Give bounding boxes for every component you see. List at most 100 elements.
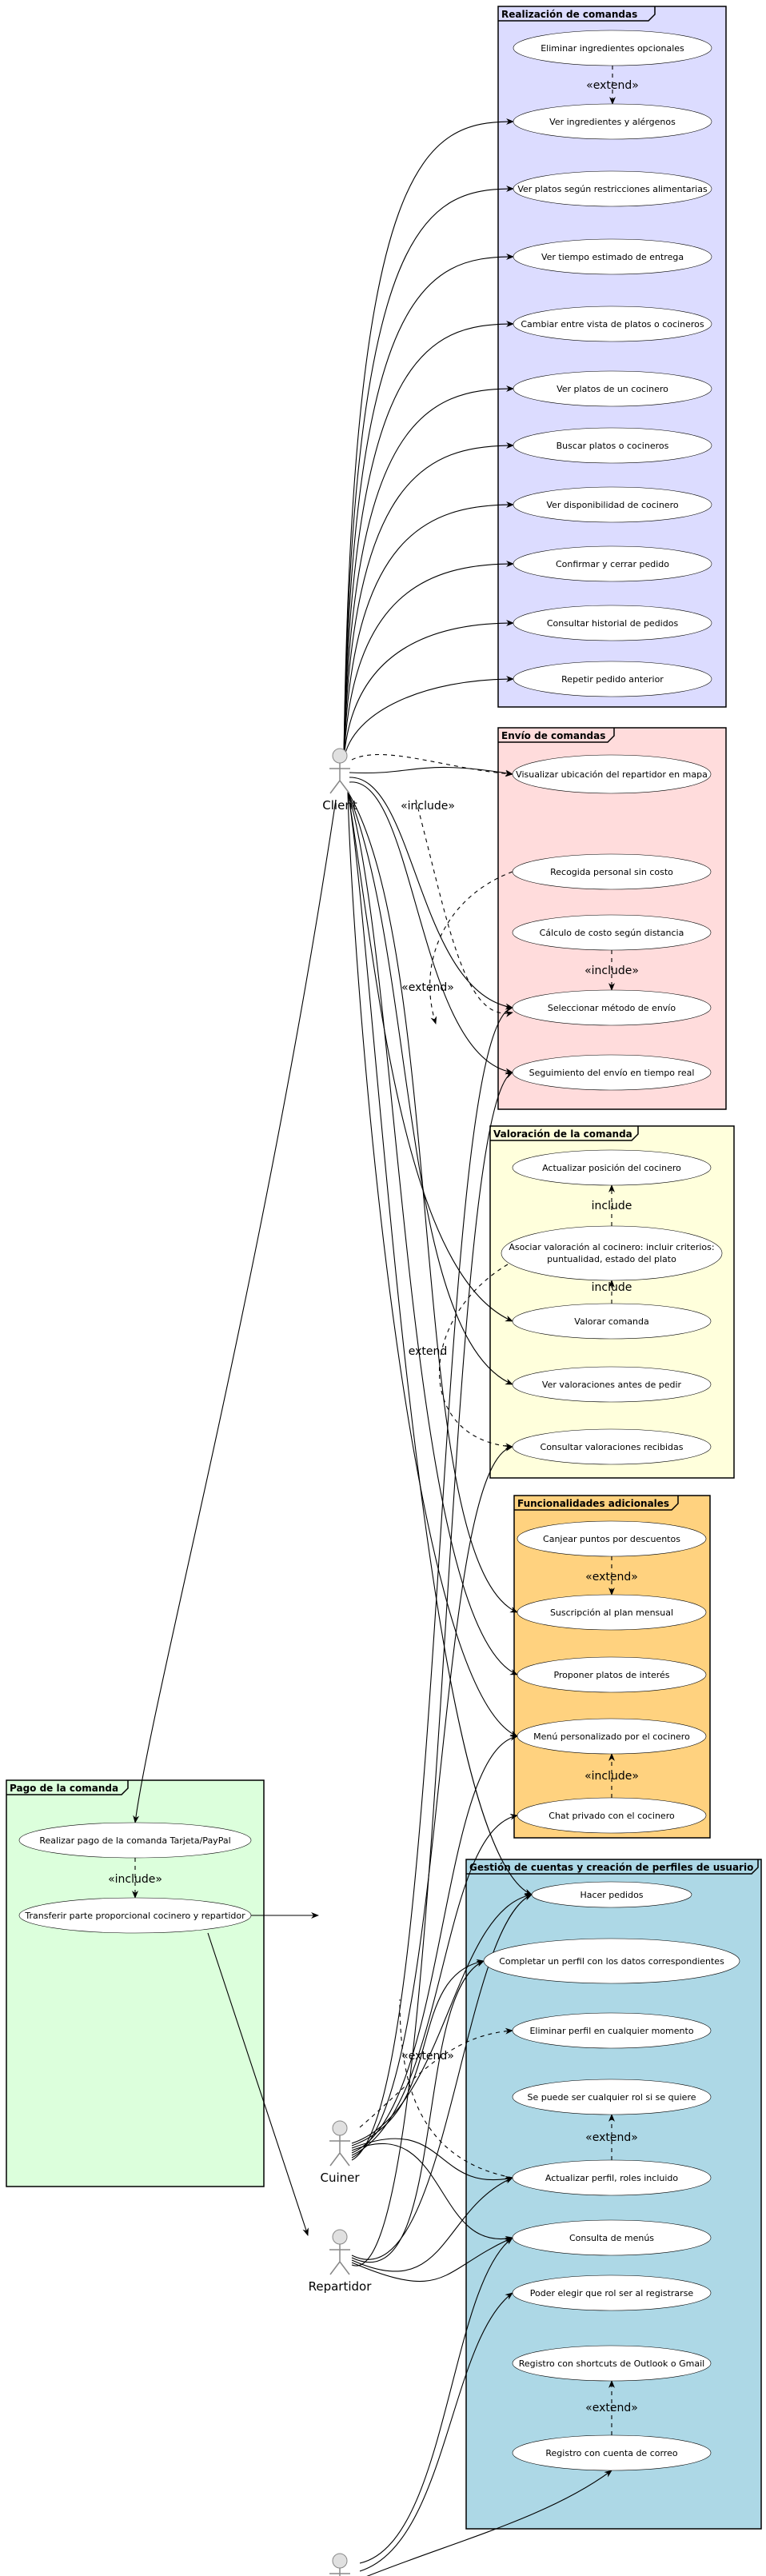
use-case-shape	[512, 754, 712, 794]
use-case-label: Ver platos según restricciones alimentar…	[517, 184, 708, 194]
use-case-label: Confirmar y cerrar pedido	[556, 559, 669, 569]
actor-body	[329, 2244, 350, 2275]
actor-head	[332, 2120, 348, 2136]
relation-label-lbl-f-include: «include»	[584, 1770, 639, 1783]
use-case-shape	[18, 1897, 252, 1934]
use-case-label: Ver disponibilidad de cocinero	[546, 500, 678, 510]
use-case-r5[interactable]: Cambiar entre vista de platos o cocinero…	[513, 306, 712, 342]
use-case-r3[interactable]: Ver platos según restricciones alimentar…	[513, 170, 712, 207]
relation-label-lbl-v-include2: include	[592, 1281, 632, 1294]
use-case-g8[interactable]: Registro con shortcuts de Outlook o Gmai…	[512, 2345, 712, 2382]
use-case-shape	[513, 486, 712, 523]
edge-client-e4-dashed	[415, 799, 513, 1017]
use-case-g6[interactable]: Consulta de menús	[512, 2219, 712, 2256]
use-case-shape	[483, 1938, 740, 1984]
use-case-g4[interactable]: Se puede ser cualquier rol si se quiere	[512, 2079, 712, 2115]
use-case-r2[interactable]: Ver ingredientes y alérgenos	[513, 103, 712, 140]
edge-cuiner-f5	[351, 1813, 518, 2156]
use-case-shape	[512, 2012, 712, 2049]
use-case-shape	[513, 661, 712, 697]
use-case-r4[interactable]: Ver tiempo estimado de entrega	[513, 238, 712, 275]
edge-repartidor-g6	[351, 2237, 513, 2282]
use-case-shape	[513, 103, 712, 140]
use-case-e5[interactable]: Seguimiento del envío en tiempo real	[512, 1054, 712, 1091]
relation-label-lbl-p-include: «include»	[108, 1873, 162, 1886]
edge-cuiner-e4	[351, 1005, 513, 2161]
actor-client[interactable]: Client	[322, 748, 357, 813]
actor-repartidor[interactable]: Repartidor	[309, 2229, 373, 2294]
use-case-f4[interactable]: Menú personalizado por el cocinero	[517, 1718, 707, 1755]
use-case-v5[interactable]: Consultar valoraciones recibidas	[512, 1428, 712, 1465]
actor-body	[329, 763, 350, 794]
use-case-v4[interactable]: Ver valoraciones antes de pedir	[512, 1366, 712, 1403]
use-case-r1[interactable]: Eliminar ingredientes opcionales	[513, 30, 712, 66]
use-case-g2[interactable]: Completar un perfil con los datos corres…	[483, 1938, 740, 1984]
use-case-g3[interactable]: Eliminar perfil en cualquier momento	[512, 2012, 712, 2049]
use-case-label: Se puede ser cualquier rol si se quiere	[527, 2092, 696, 2103]
use-case-label: Asociar valoración al cocinero: incluir …	[509, 1242, 714, 1252]
use-case-v3[interactable]: Valorar comanda	[512, 1303, 712, 1340]
use-case-shape	[513, 170, 712, 207]
use-case-g5[interactable]: Actualizar perfil, roles incluido	[512, 2159, 712, 2196]
use-case-shape	[512, 1428, 712, 1465]
use-case-e1[interactable]: Visualizar ubicación del repartidor en m…	[512, 754, 712, 794]
actor-label: Repartidor	[309, 2279, 373, 2294]
relation-label-lbl-client-include: «include»	[401, 800, 455, 813]
use-case-r10[interactable]: Consultar historial de pedidos	[513, 605, 712, 641]
actor-body	[329, 2135, 350, 2167]
use-case-g7[interactable]: Poder elegir que rol ser al registrarse	[512, 2274, 712, 2311]
use-case-e3[interactable]: Cálculo de costo según distancia	[512, 914, 712, 951]
relation-label-lbl-v-include1: include	[592, 1200, 632, 1212]
use-case-shape	[512, 1149, 712, 1186]
edge-client-r3	[343, 186, 514, 761]
use-case-label: Proponer platos de interés	[553, 1670, 669, 1680]
use-case-shape	[512, 853, 712, 890]
edge-cuiner-g6	[351, 2143, 513, 2243]
actor-cuiner[interactable]: Cuiner	[320, 2120, 360, 2185]
use-case-label: Cálculo de costo según distancia	[540, 928, 684, 938]
use-case-f3[interactable]: Proponer platos de interés	[517, 1656, 707, 1693]
edge-repartidor-e5	[351, 1072, 513, 2266]
actor-noreg[interactable]: No registrado	[299, 2553, 381, 2576]
use-case-r7[interactable]: Buscar platos o cocineros	[513, 427, 712, 464]
use-case-f5[interactable]: Chat privado con el cocinero	[517, 1797, 707, 1834]
use-case-label: Consulta de menús	[569, 2233, 654, 2243]
use-case-g1[interactable]: Hacer pedidos	[531, 1881, 692, 1908]
use-case-g9[interactable]: Registro con cuenta de correo	[512, 2434, 712, 2471]
package-title-envio: Envío de comandas	[501, 730, 605, 741]
use-case-label: Actualizar perfil, roles incluido	[545, 2173, 679, 2183]
actor-head	[332, 2229, 348, 2245]
use-case-shape	[512, 1366, 712, 1403]
edge-client-e1-include	[351, 754, 513, 777]
use-case-p2[interactable]: Transferir parte proporcional cocinero y…	[18, 1897, 252, 1934]
use-case-label: Completar un perfil con los datos corres…	[499, 1956, 724, 1967]
use-case-shape	[513, 306, 712, 342]
use-case-shape	[513, 605, 712, 641]
edge-cuiner-f4	[351, 1734, 518, 2154]
edge-client-v4	[347, 791, 513, 1385]
edge-client-r7	[343, 442, 514, 761]
use-case-e4[interactable]: Seleccionar método de envío	[512, 989, 712, 1026]
use-case-shape	[517, 1718, 707, 1755]
use-case-shape	[512, 2345, 712, 2382]
package-title-realizacion: Realización de comandas	[501, 9, 637, 20]
use-case-p1[interactable]: Realizar pago de la comanda Tarjeta/PayP…	[18, 1822, 252, 1859]
use-case-label: Ver ingredientes y alérgenos	[549, 117, 676, 127]
edge-repartidor-g1	[351, 1894, 533, 2260]
use-case-v1[interactable]: Actualizar posición del cocinero	[512, 1149, 712, 1186]
edge-noreg-g9	[366, 2470, 612, 2576]
use-case-label: Menú personalizado por el cocinero	[533, 1731, 690, 1742]
use-case-shape	[512, 1303, 712, 1340]
edge-client-p1	[133, 799, 337, 1823]
use-case-f2[interactable]: Suscripción al plan mensual	[517, 1594, 707, 1631]
edge-noreg-g7	[359, 2292, 513, 2572]
use-case-r8[interactable]: Ver disponibilidad de cocinero	[513, 486, 712, 523]
use-case-f1[interactable]: Canjear puntos por descuentos	[517, 1520, 707, 1557]
use-case-v2[interactable]: Asociar valoración al cocinero: incluir …	[501, 1225, 723, 1281]
use-case-r9[interactable]: Confirmar y cerrar pedido	[513, 545, 712, 582]
use-case-e2[interactable]: Recogida personal sin costo	[512, 853, 712, 890]
use-case-r11[interactable]: Repetir pedido anterior	[513, 661, 712, 697]
edge-client-r10	[343, 620, 514, 761]
use-case-r6[interactable]: Ver platos de un cocinero	[513, 370, 712, 407]
